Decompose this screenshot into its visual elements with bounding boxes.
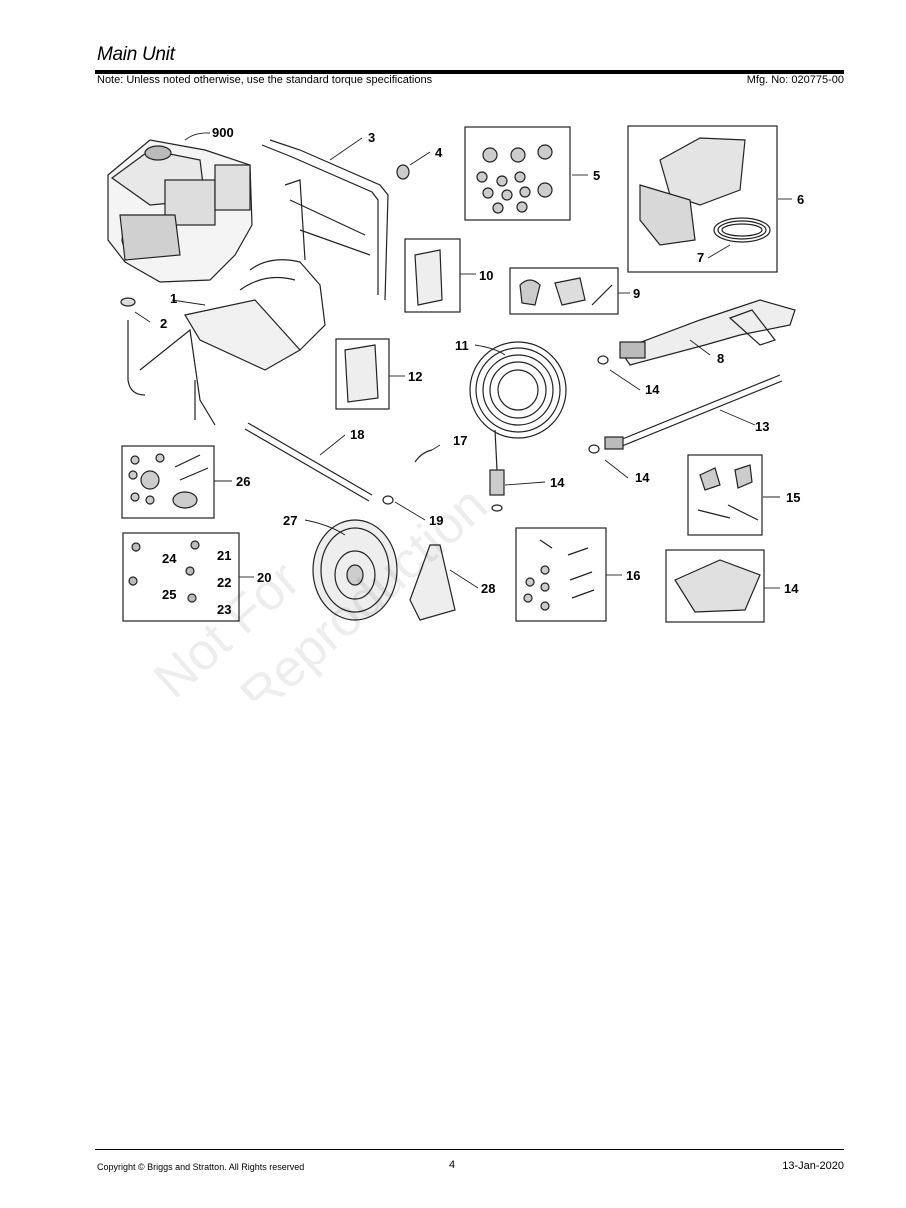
header-rule bbox=[95, 70, 844, 74]
callout-9: 9 bbox=[633, 286, 640, 301]
callout-17: 17 bbox=[453, 433, 467, 448]
hose-drawing bbox=[469, 341, 567, 512]
footer-rule bbox=[95, 1149, 844, 1150]
callout-4: 4 bbox=[435, 145, 443, 160]
callout-19: 19 bbox=[429, 513, 443, 528]
engine-drawing bbox=[107, 139, 253, 283]
part6-box bbox=[627, 125, 778, 273]
spray-gun-drawing bbox=[597, 299, 796, 366]
lance-drawing bbox=[588, 374, 783, 454]
callout-6: 6 bbox=[797, 192, 804, 207]
page-number: 4 bbox=[449, 1159, 456, 1171]
callout-21: 21 bbox=[217, 548, 231, 563]
torque-note: Note: Unless noted otherwise, use the st… bbox=[97, 74, 433, 86]
page-title: Main Unit bbox=[97, 44, 175, 65]
callout-14-washer-lance: 14 bbox=[635, 470, 650, 485]
callout-22: 22 bbox=[217, 575, 231, 590]
callout-14-plate: 14 bbox=[784, 581, 799, 596]
callout-23: 23 bbox=[217, 602, 231, 617]
callout-15: 15 bbox=[786, 490, 800, 505]
callout-3: 3 bbox=[368, 130, 375, 145]
callout-900: 900 bbox=[212, 125, 234, 140]
callout-18: 18 bbox=[350, 427, 364, 442]
cover-drawing bbox=[409, 544, 456, 621]
wheel-drawing bbox=[312, 519, 398, 621]
callout-12: 12 bbox=[408, 369, 422, 384]
callout-5: 5 bbox=[593, 168, 600, 183]
callout-25: 25 bbox=[162, 587, 176, 602]
pump-drawing bbox=[639, 137, 771, 246]
handle-drawing bbox=[261, 139, 389, 301]
callout-24: 24 bbox=[162, 551, 177, 566]
callout-14-washer-hose: 14 bbox=[550, 475, 565, 490]
exploded-parts-diagram: Not For InReproduction 900 1 2 3 4 5 6 7… bbox=[107, 125, 804, 700]
revision-date: 13-Jan-2020 bbox=[782, 1160, 844, 1172]
callout-27: 27 bbox=[283, 513, 297, 528]
copyright-text: Copyright © Briggs and Stratton. All Rig… bbox=[97, 1162, 305, 1172]
callout-26: 26 bbox=[236, 474, 250, 489]
callout-1: 1 bbox=[170, 291, 177, 306]
callout-7: 7 bbox=[697, 250, 704, 265]
callout-8: 8 bbox=[717, 351, 724, 366]
mfg-number: Mfg. No: 020775-00 bbox=[746, 74, 844, 86]
callout-10: 10 bbox=[479, 268, 493, 283]
axle-drawing bbox=[244, 422, 394, 505]
part5-box bbox=[464, 126, 571, 221]
callout-2: 2 bbox=[160, 316, 167, 331]
callout-20: 20 bbox=[257, 570, 271, 585]
callout-28: 28 bbox=[481, 581, 495, 596]
callout-11: 11 bbox=[455, 338, 469, 353]
callout-16: 16 bbox=[626, 568, 640, 583]
callout-14-washer-gun: 14 bbox=[645, 382, 660, 397]
frame-drawing bbox=[127, 259, 326, 426]
callout-13: 13 bbox=[755, 419, 769, 434]
